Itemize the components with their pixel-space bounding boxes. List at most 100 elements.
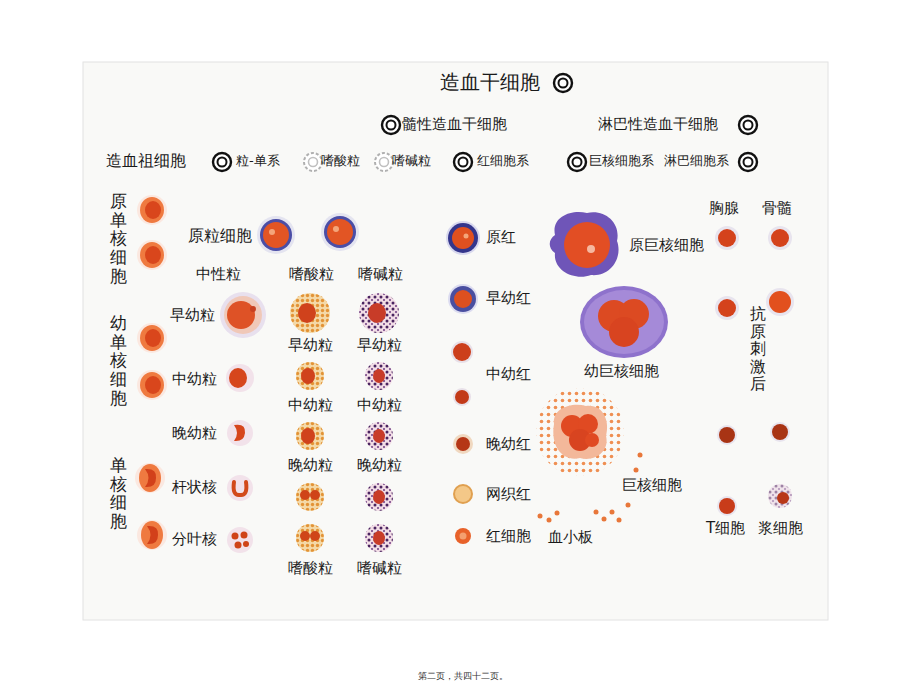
stage-label: 中幼粒 [357,396,402,414]
stem-symbol [554,74,572,92]
cell-stage: 原红 [446,218,536,258]
stage-label: 晚幼粒 [357,456,402,474]
stem-symbol [213,153,231,171]
stage-label: 分叶核 [172,530,217,548]
cell-stage: 晚幼粒 [168,416,258,452]
cell-stage: 骨髓 [758,196,804,256]
stem-symbol [454,153,472,171]
eosinophil-cell [296,524,324,552]
basophil-cell [365,362,393,390]
stage-label: 早幼红 [486,289,531,307]
stage-label: 单核细胞 [110,456,127,531]
cell-stage: 原粒细胞 [184,212,296,258]
stage-label: 原单核细胞 [110,192,127,285]
stage-label: 淋巴细胞系 [664,153,729,169]
platelet-dot [602,517,607,522]
stage-label: 杆状核 [172,478,217,496]
basophil-cell [365,524,393,552]
stage-label: 晚幼粒 [172,424,217,442]
stem-symbol [382,116,400,134]
column-heading: 嗜碱粒 [358,265,403,283]
stem-symbol [304,153,322,171]
stem-symbol [375,153,393,171]
cell-stage: 胸腺 [706,196,752,256]
basophil-cell [365,483,393,511]
stage-label: 嗜酸粒 [288,559,333,577]
eosinophil-cell [296,483,324,511]
stage-label: 中幼粒 [288,396,333,414]
cell-stage: 嗜碱粒 [356,480,404,579]
cell-stage: 早幼粒 [168,290,268,342]
promegakaryocyte-cell [580,286,668,358]
plasma-cell [768,484,792,508]
reticulocyte-cell [454,485,472,503]
lymphocyte-cell [715,226,739,250]
cell-stage: 早幼红 [446,280,536,318]
stage-label: 浆细胞 [758,519,803,537]
eosinophil-cell [290,293,330,333]
cell-stage: 中幼红 [446,338,536,410]
cell-stage: T细胞 [703,492,753,542]
stage-label: 中幼红 [486,365,531,383]
stage-label: 造血干细胞 [440,70,540,94]
eosinophil-cell [296,362,324,390]
stage-label: 嗜碱粒 [392,153,431,169]
erythroid-cell [453,434,473,454]
cell-stage: 中幼粒 [168,362,258,398]
cell-stage: 浆细胞 [757,482,805,542]
stage-label: 原红 [486,228,516,246]
platelet-dot [594,510,599,515]
stage-label: 红细胞 [486,527,531,545]
cell-stage: 网织红 [446,478,536,510]
progenitor-node: 嗜碱粒 [373,151,435,173]
stage-label: 幼单核细胞 [110,314,127,407]
stem-symbol [739,153,757,171]
platelet-dot [538,514,543,519]
stage-label: 早幼粒 [170,306,215,324]
stage-label: 血小板 [548,528,593,546]
stage-label: 晚幼红 [486,435,531,453]
stem-cell-node: 淋巴性造血干细胞 [594,114,760,136]
lymphocyte-cell [768,226,792,250]
lymphocyte-cell [770,422,790,442]
cell-stage: 中幼粒 [287,362,335,416]
column-heading: 中性粒 [196,265,241,283]
progenitor-node: 粒-单系 [211,151,293,173]
cell-stage: 原单核细胞 [104,192,174,288]
myelocyte-cell [226,364,254,392]
cell-stage: 原巨核细胞 [545,208,706,282]
cell-stage: 早幼粒 [287,292,335,356]
eosinophil-cell [296,422,324,450]
myeloblast-cell [321,213,359,251]
stage-label: T细胞 [706,519,745,537]
erythroid-cell [448,284,478,314]
cell-stage: 巨核细胞 [540,388,710,496]
progenitor-node: 嗜酸粒 [302,151,364,173]
cell-stage: 晚幼红 [446,428,536,460]
lymphocyte-cell [766,288,794,316]
stage-label: 粒-单系 [236,153,280,169]
platelet-dot [638,453,643,458]
megakaryoblast-cell [550,212,619,277]
myeloblast-cell [257,216,295,254]
stage-label: 红细胞系 [477,153,529,169]
cell-stage: 中幼粒 [356,362,404,416]
cell-stage: 幼巨核细胞 [578,284,678,382]
platelet-dot [626,503,631,508]
stage-label: 髓性造血干细胞 [402,115,507,133]
promonocyte-cell [137,370,167,400]
progenitor-node: 红细胞系 [452,151,536,173]
basophil-cell [359,293,399,333]
stage-label: 网织红 [486,485,531,503]
cell-stage: 分叶核 [168,522,258,558]
stem-symbol [568,153,586,171]
side-note: 抗原刺激后 [750,305,766,393]
erythroid-cell [446,221,480,255]
cell-stage: 早幼粒 [356,292,404,356]
stage-label: 嗜碱粒 [357,559,402,577]
t-cell [717,496,737,516]
stage-label: 原巨核细胞 [629,236,704,254]
row-heading: 造血祖细胞 [106,151,186,170]
